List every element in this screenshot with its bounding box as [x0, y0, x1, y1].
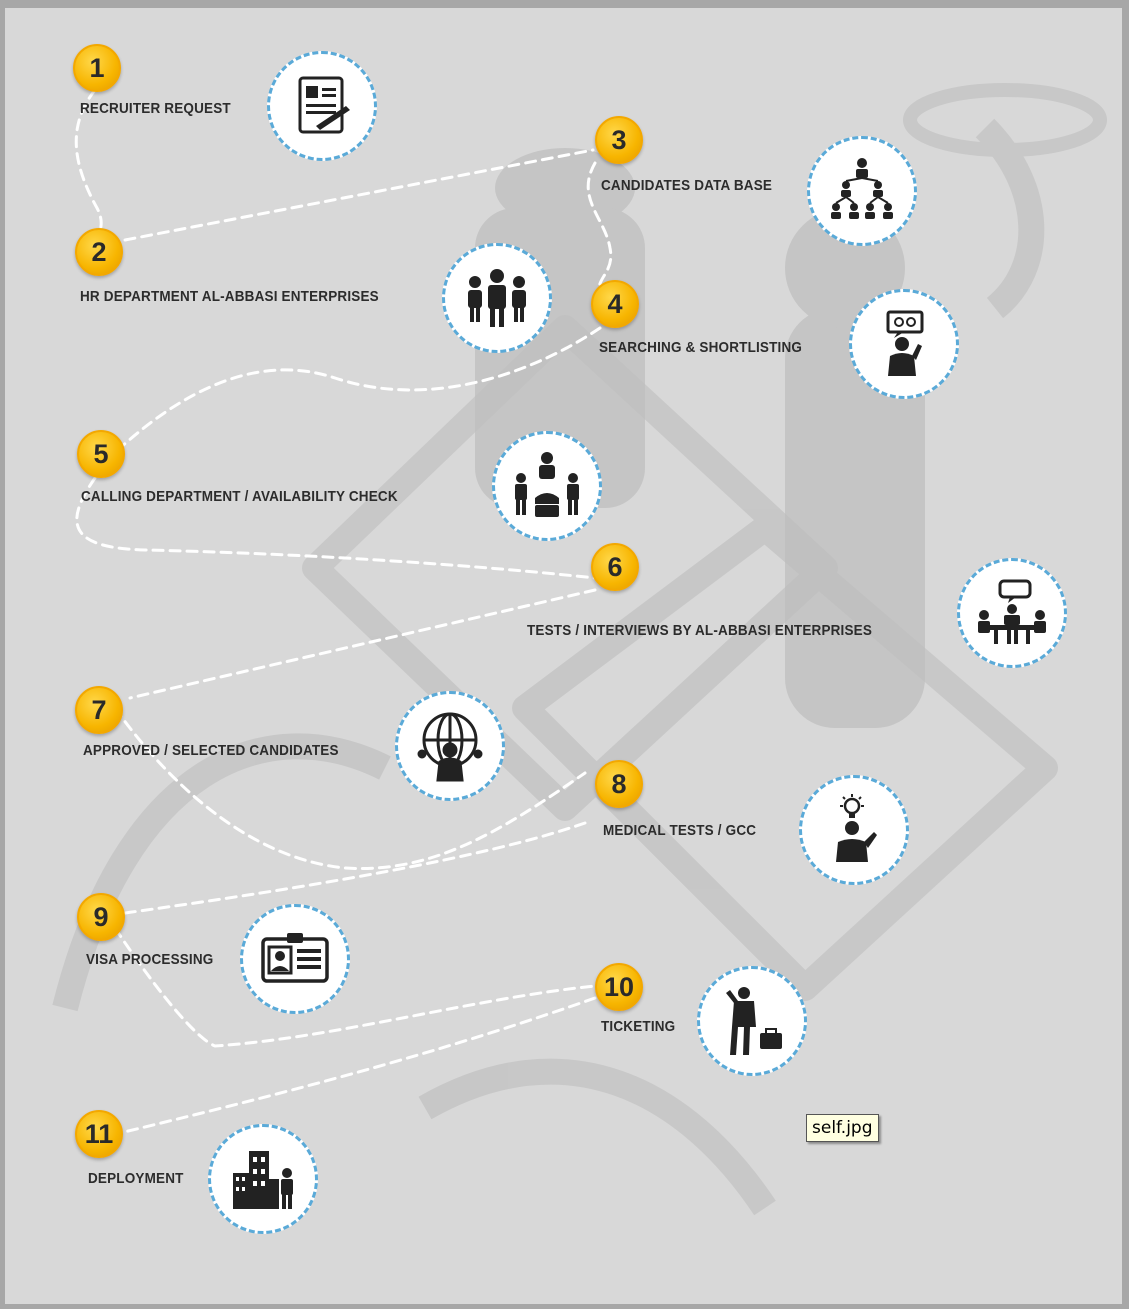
idea-person-icon [799, 775, 909, 885]
connector-path [74, 88, 613, 1135]
step-number-badge: 5 [77, 430, 125, 478]
step-number-badge: 11 [75, 1110, 123, 1158]
step-number-badge: 2 [75, 228, 123, 276]
step-label: SEARCHING & SHORTLISTING [599, 339, 803, 356]
hierarchy-icon [807, 136, 917, 246]
team-icon [442, 243, 552, 353]
step-number-badge: 9 [77, 893, 125, 941]
step-label: APPROVED / SELECTED CANDIDATES [83, 742, 339, 759]
step-number-badge: 10 [595, 963, 643, 1011]
step-label: MEDICAL TESTS / GCC [603, 822, 757, 839]
interview-icon [957, 558, 1067, 668]
step-label: TESTS / INTERVIEWS BY AL-ABBASI ENTERPRI… [527, 622, 873, 639]
step-label: TICKETING [601, 1018, 676, 1035]
step-number-badge: 7 [75, 686, 123, 734]
thinking-person-icon [849, 289, 959, 399]
step-number-badge: 3 [595, 116, 643, 164]
step-label: VISA PROCESSING [86, 951, 214, 968]
step-label: CANDIDATES DATA BASE [601, 177, 773, 194]
globe-person-icon [395, 691, 505, 801]
step-number-badge: 1 [73, 44, 121, 92]
step-label: CALLING DEPARTMENT / AVAILABILITY CHECK [81, 488, 398, 505]
step-label: HR DEPARTMENT AL-ABBASI ENTERPRISES [80, 288, 379, 305]
step-number-badge: 8 [595, 760, 643, 808]
id-card-icon [240, 904, 350, 1014]
step-label: RECRUITER REQUEST [80, 100, 231, 117]
process-diagram: 1 RECRUITER REQUEST 2 HR DEPARTMENT AL-A… [5, 8, 1122, 1304]
step-number-badge: 4 [591, 280, 639, 328]
step-number-badge: 6 [591, 543, 639, 591]
traveler-icon [697, 966, 807, 1076]
image-filename-tooltip: self.jpg [806, 1114, 879, 1142]
document-icon [267, 51, 377, 161]
step-label: DEPLOYMENT [88, 1170, 184, 1187]
city-person-icon [208, 1124, 318, 1234]
phone-group-icon [492, 431, 602, 541]
